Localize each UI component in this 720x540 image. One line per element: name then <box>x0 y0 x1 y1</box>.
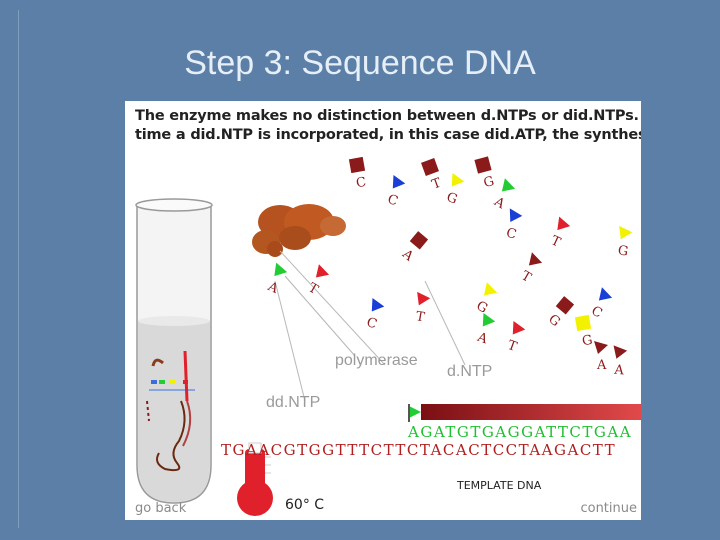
nucleotide-letter: G <box>482 174 496 191</box>
nucleotide-letter: T <box>415 309 426 325</box>
nucleotide-letter: A <box>398 246 416 265</box>
nucleotide-letter: C <box>589 304 605 322</box>
continue-link[interactable]: continue <box>580 501 637 516</box>
nucleotide-g: G <box>474 156 496 191</box>
nucleotide-t: T <box>505 320 526 355</box>
ddntp-label: dd.NTP <box>266 394 321 411</box>
nucleotide-a: A <box>398 231 429 265</box>
temperature-label: 60° C <box>285 497 325 513</box>
polymerase-enzyme <box>252 204 346 257</box>
thermometer <box>237 442 273 516</box>
nucleotide-c: C <box>589 287 613 322</box>
nucleotide-letter: C <box>355 175 367 192</box>
intro-line-2: time a did.NTP is incorporated, in this … <box>135 127 641 143</box>
template-dna-label: TEMPLATE DNA <box>457 479 542 492</box>
nucleotide-letter: G <box>545 312 563 330</box>
nucleotide-a: A <box>594 341 608 373</box>
nucleotide-t: T <box>519 252 543 286</box>
template-strand-sequence: TGAACGTGGTTTCTTCTACACTCCTAAGACTT <box>221 441 617 459</box>
nucleotide-t: T <box>421 158 444 193</box>
slide-divider <box>18 10 19 528</box>
nucleotide-c: C <box>364 297 385 333</box>
nucleotide-g: G <box>545 296 575 330</box>
dntp-label: d.NTP <box>447 363 493 380</box>
new-strand-sequence: AGATGTGAGGATTCTGAA <box>408 423 633 441</box>
intro-line-1: The enzyme makes no distinction between … <box>135 108 641 124</box>
nucleotide-letter: G <box>581 333 594 350</box>
nucleotide-letter: T <box>505 338 519 355</box>
slide-title: Step 3: Sequence DNA <box>184 44 536 82</box>
nucleotide-letter: A <box>596 358 607 373</box>
nucleotide-letter: C <box>364 315 379 333</box>
nucleotide-letter: T <box>430 176 444 193</box>
nucleotide-c: C <box>385 174 406 210</box>
nucleotide-c: C <box>348 156 367 192</box>
nucleotide-g: G <box>474 282 498 317</box>
nucleotide-g: G <box>574 314 594 350</box>
nucleotide-letter: T <box>519 269 534 286</box>
new-strand <box>408 404 641 422</box>
nucleotide-letter: T <box>548 233 562 250</box>
nucleotide-letter: T <box>306 281 321 298</box>
intro-text: The enzyme makes no distinction between … <box>135 107 641 145</box>
test-tube <box>135 198 213 504</box>
nucleotide-letter: A <box>474 330 489 348</box>
nucleotide-letter: G <box>444 190 459 208</box>
nucleotide-t: T <box>415 291 431 325</box>
nucleotide-letter: C <box>504 226 518 243</box>
nucleotide-letter: G <box>474 299 490 317</box>
nucleotide-letter: G <box>617 243 630 260</box>
nucleotide-letter: A <box>613 363 625 379</box>
nucleotide-c: C <box>504 208 523 243</box>
nucleotide-a: A <box>474 312 496 348</box>
nucleotide-g: G <box>444 172 465 208</box>
nucleotide-letter: A <box>491 194 508 212</box>
nucleotide-t: T <box>306 264 330 298</box>
nucleotide-t: T <box>548 216 571 251</box>
go-back-link[interactable]: go back <box>135 501 187 516</box>
nucleotide-letter: C <box>385 192 400 210</box>
polymerase-label: polymerase <box>335 352 418 369</box>
nucleotide-a: A <box>613 345 628 379</box>
nucleotide-a: A <box>264 262 288 297</box>
nucleotide-g: G <box>617 225 633 260</box>
